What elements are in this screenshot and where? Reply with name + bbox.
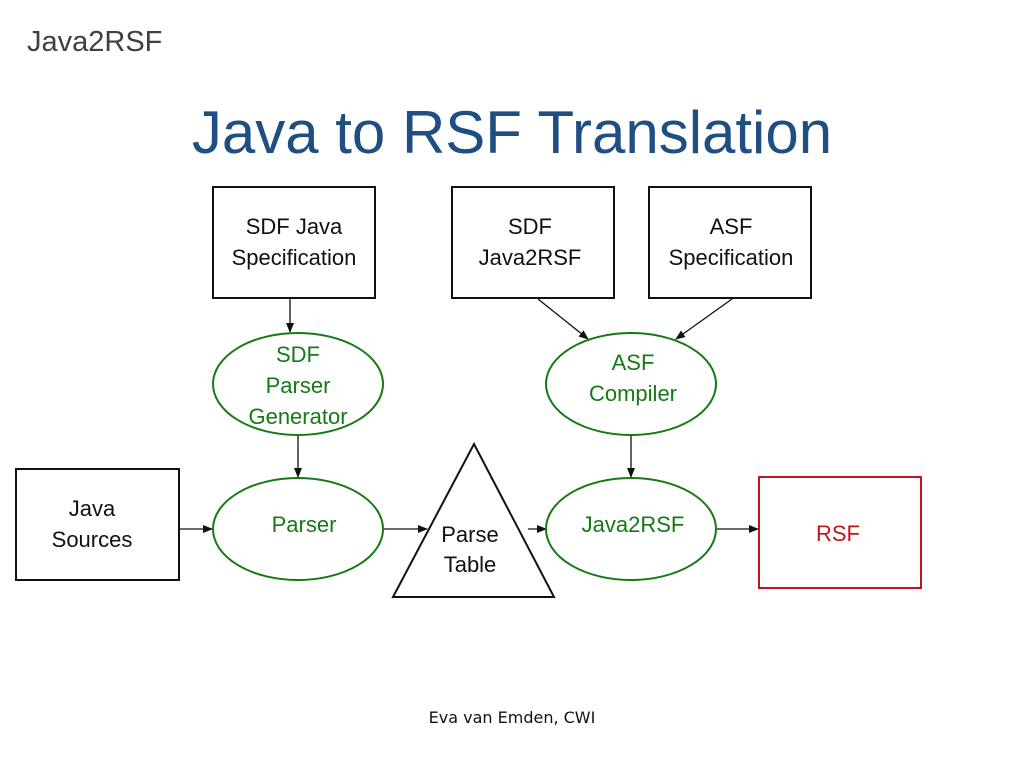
node-label: Java bbox=[69, 496, 116, 521]
node-label: Parser bbox=[272, 512, 337, 537]
node-label: Compiler bbox=[589, 381, 677, 406]
node-asf-spec: ASF Specification bbox=[648, 186, 812, 299]
node-label: SDF Java bbox=[246, 214, 343, 239]
header-label: Java2RSF bbox=[27, 26, 163, 58]
node-label: Parser bbox=[266, 373, 331, 398]
node-label: RSF bbox=[816, 521, 860, 546]
edge-asfspec-to-asfcompiler bbox=[675, 298, 733, 340]
node-sdf-java2rsf: SDF Java2RSF bbox=[451, 186, 615, 299]
node-label: Java2RSF bbox=[479, 245, 582, 270]
node-sdf-parser-generator: SDF Parser Generator bbox=[212, 332, 384, 436]
node-label: SDF bbox=[508, 214, 552, 239]
node-rsf: RSF bbox=[758, 476, 922, 589]
node-label: Generator bbox=[248, 404, 347, 429]
node-label: Specification bbox=[232, 245, 357, 270]
footer-author: Eva van Emden, CWI bbox=[428, 708, 596, 727]
slide-title: Java to RSF Translation bbox=[191, 99, 833, 166]
node-label: Specification bbox=[669, 245, 794, 270]
node-label: ASF bbox=[710, 214, 753, 239]
node-label: Java2RSF bbox=[582, 512, 685, 537]
edge-sdfjava2rsf-to-asfcompiler bbox=[537, 298, 589, 340]
node-label: SDF bbox=[276, 342, 320, 367]
node-label: ASF bbox=[612, 350, 655, 375]
node-label: Table bbox=[444, 552, 497, 577]
node-label: Sources bbox=[52, 527, 133, 552]
node-java2rsf: Java2RSF bbox=[545, 477, 717, 581]
node-label: Parse bbox=[441, 522, 498, 547]
node-asf-compiler: ASF Compiler bbox=[545, 332, 717, 436]
node-parser: Parser bbox=[212, 477, 384, 581]
node-java-sources: Java Sources bbox=[15, 468, 180, 581]
node-parse-table: Parse Table bbox=[391, 441, 556, 598]
node-sdf-java-spec: SDF Java Specification bbox=[212, 186, 376, 299]
